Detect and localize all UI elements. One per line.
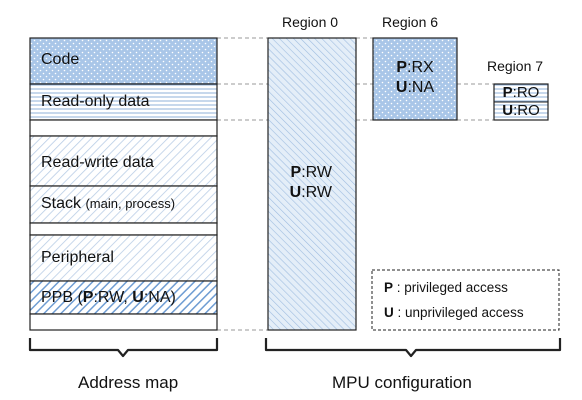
region-0-p-line: P:RW [290,164,332,181]
address-map-brace [28,338,219,358]
segment-label-read-only-data: Read-only data [41,93,150,110]
segment-read-write-data [29,135,218,187]
address-map-caption: Address map [78,373,179,392]
region-0-permissions: P:RW U:RW [268,163,332,203]
region-7-p-line: P:RO [502,84,540,101]
ppb-p-val: :RW, [93,289,133,306]
region-0-box [267,37,357,331]
ppb-u-key: U [132,289,144,306]
region-6-permissions: P:RX U:NA [373,58,457,98]
ppb-p-key: P [82,289,94,306]
segment-label-peripheral: Peripheral [41,249,114,266]
region-7-title: Region 7 [487,58,544,74]
ppb-prefix: PPB ( [41,289,83,306]
ppb-u-val: :NA) [143,289,176,306]
region-6-title: Region 6 [382,14,439,30]
legend-item-privileged: P : privileged access [384,280,508,295]
legend-box [371,269,560,331]
segment-gap-1 [29,119,218,137]
legend-item-unprivileged: U : unprivileged access [384,305,524,320]
region-6-p-line: P:RX [396,59,434,76]
segment-code [29,37,218,85]
region-7-u-line: U:RO [502,102,540,119]
segment-label-read-write-data: Read-write data [41,154,154,171]
segment-peripheral [29,234,218,282]
mpu-caption: MPU configuration [332,373,472,392]
region-0-u-line: U:RW [289,184,332,201]
mpu-brace [264,338,562,358]
segment-stack [29,185,218,224]
region-6-box [372,37,458,121]
region-0-title: Region 0 [282,14,339,30]
segment-label-code: Code [41,51,80,68]
stack-label: Stack [41,195,82,212]
segment-ppb [29,280,218,315]
segment-label-ppb: PPB (P:RW, U:NA) [41,289,176,307]
segment-label-stack: Stack (main, process) [41,195,175,213]
address-map [29,37,218,331]
segment-read-only-data [29,83,218,121]
segment-gap-3 [29,313,218,331]
stack-sub-label: (main, process) [85,196,176,211]
segment-gap-2 [29,222,218,236]
guide-lines [217,37,494,331]
region-6-u-line: U:NA [395,79,435,96]
